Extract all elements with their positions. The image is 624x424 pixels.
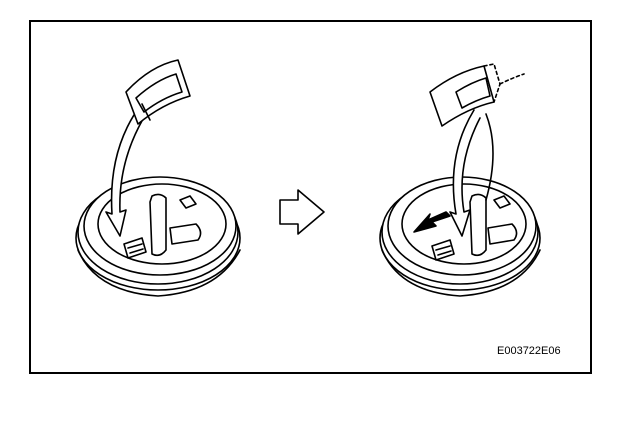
right-insertion-arrow <box>449 109 494 237</box>
left-cover-piece <box>125 59 191 125</box>
left-internal-post <box>149 193 202 257</box>
left-assembly <box>75 59 241 297</box>
right-assembly <box>379 63 541 297</box>
right-cover-piece <box>429 63 525 127</box>
right-clip <box>431 239 455 261</box>
slide-arrow-icon <box>413 211 451 233</box>
right-internal-post <box>469 193 518 257</box>
left-insertion-arrow <box>105 105 147 237</box>
figure-id-label: E003722E06 <box>497 345 561 357</box>
left-clip <box>123 237 147 259</box>
right-arrow-outline-icon <box>279 189 325 235</box>
